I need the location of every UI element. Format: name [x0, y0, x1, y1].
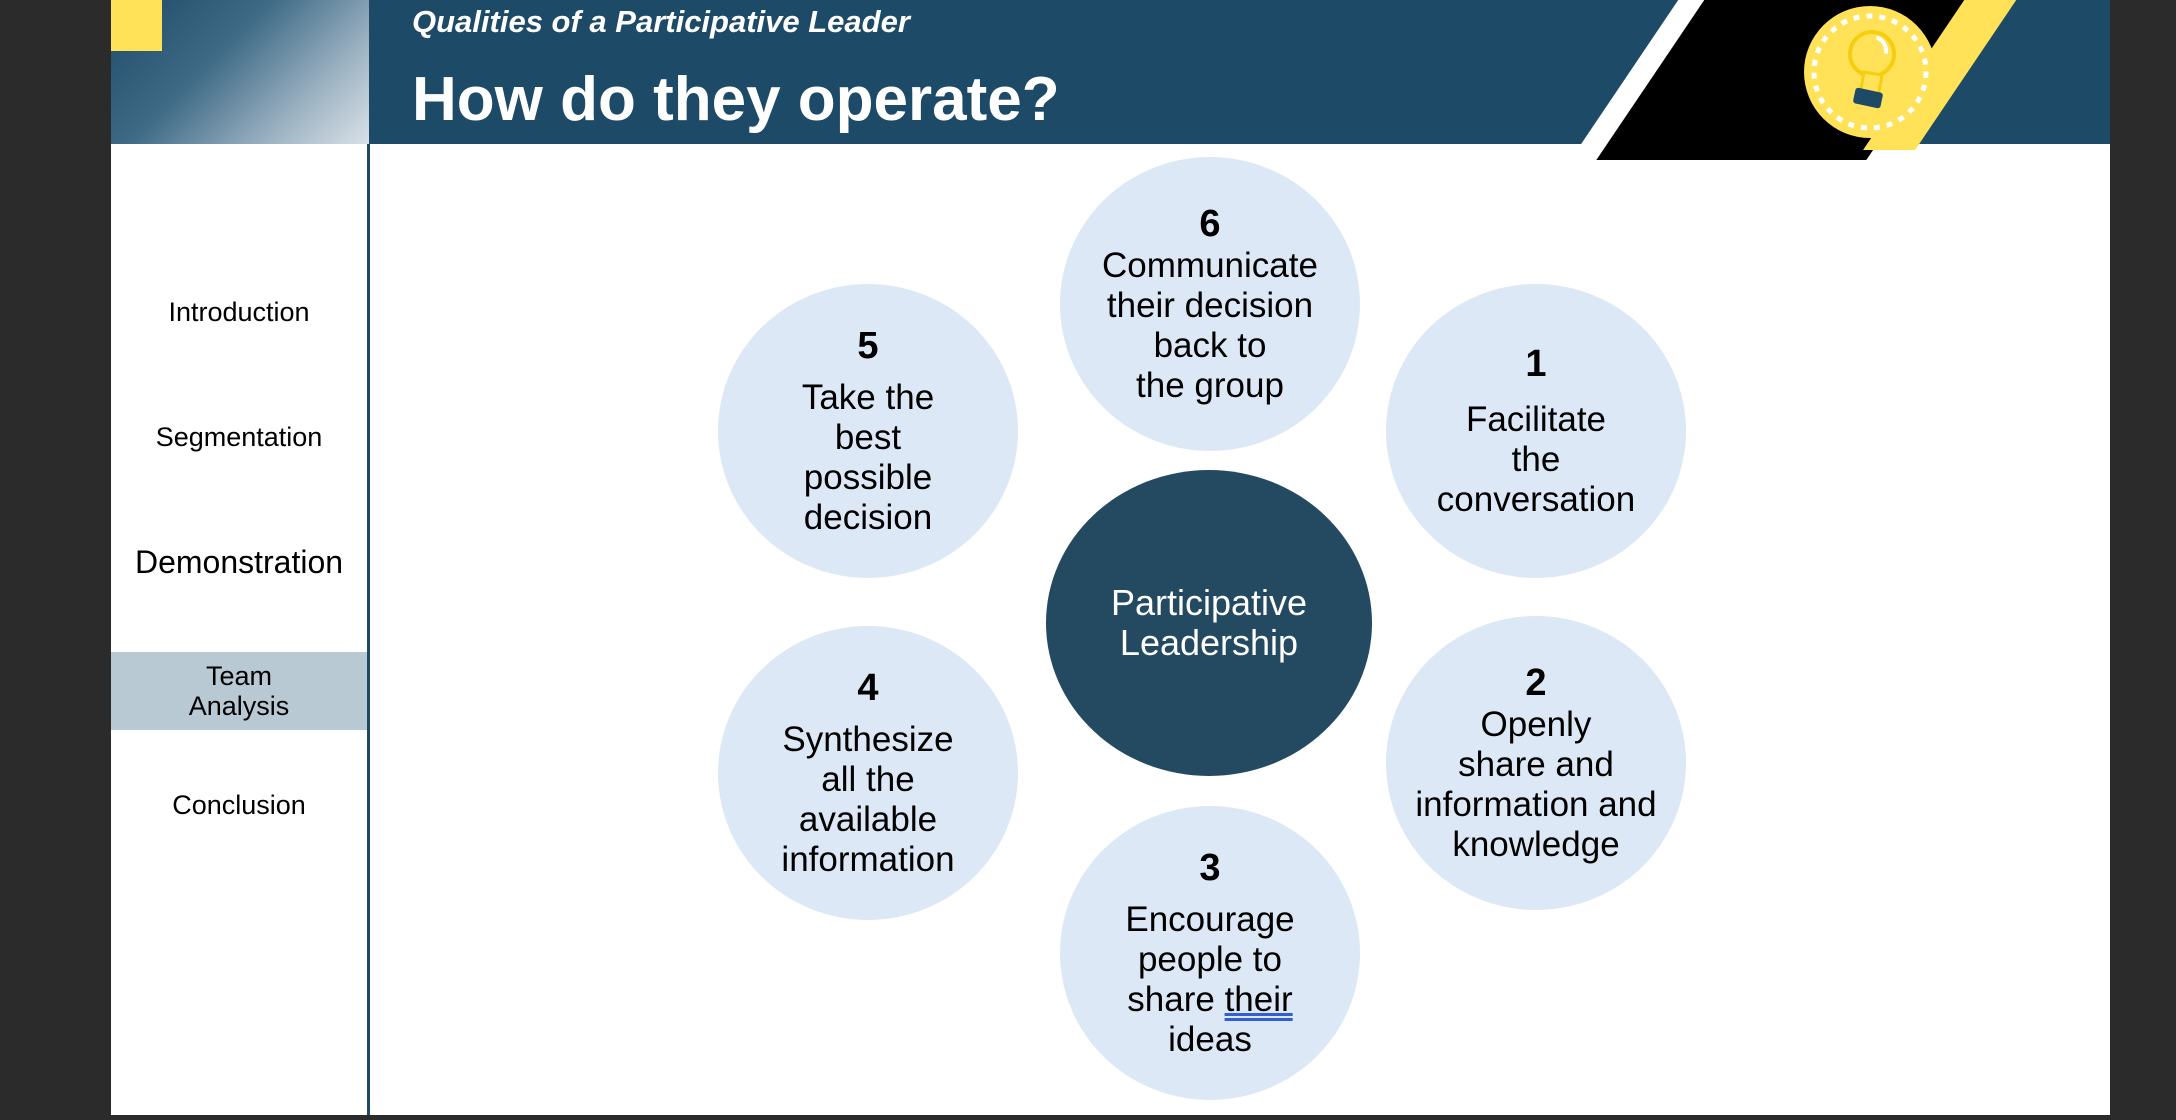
sidebar-item-conclusion[interactable]: Conclusion	[172, 790, 306, 820]
step-circle-6: 6 Communicate their decision back to the…	[1060, 157, 1360, 451]
sidebar-item-introduction[interactable]: Introduction	[168, 297, 310, 327]
step-number: 4	[857, 667, 879, 709]
step-circle-5: 5 Take the best possible decision	[718, 284, 1018, 578]
step-circle-4: 4 Synthesize all the available informati…	[718, 626, 1018, 920]
center-label: Participative Leadership	[1110, 582, 1308, 663]
step-text: Take the best possible decision	[801, 378, 935, 537]
step-text: Communicate their decision back to the g…	[1102, 246, 1318, 405]
yellow-accent-square	[111, 0, 162, 51]
sidebar-divider	[367, 144, 370, 1115]
step-number: 5	[857, 325, 879, 367]
lightbulb-icon	[1804, 6, 1936, 138]
step-text-part: Encourage people to share	[1125, 900, 1295, 1019]
sidebar-item-team-analysis[interactable]: Team Analysis	[111, 652, 367, 730]
slide: Qualities of a Participative Leader How …	[111, 0, 2110, 1115]
step-text: Openly share and information and knowled…	[1415, 705, 1657, 864]
center-circle: Participative Leadership	[1046, 470, 1372, 776]
step-number: 6	[1199, 203, 1221, 245]
step-circle-1: 1 Facilitate the conversation	[1386, 284, 1686, 578]
step-number: 2	[1525, 662, 1547, 704]
sidebar-item-demonstration[interactable]: Demonstration	[134, 544, 344, 580]
step-number: 1	[1525, 343, 1547, 385]
step-circle-2: 2 Openly share and information and knowl…	[1386, 616, 1686, 910]
step-text: Synthesize all the available information	[781, 720, 955, 879]
step-text-part: ideas	[1168, 1020, 1252, 1059]
slide-title: How do they operate?	[412, 65, 1060, 134]
step-circle-3: 3 Encourage people to share their ideas	[1060, 806, 1360, 1100]
step-text: Encourage people to share their ideas	[1125, 900, 1294, 1060]
step-number: 3	[1199, 847, 1221, 889]
sidebar-item-segmentation[interactable]: Segmentation	[155, 422, 323, 452]
step-text: Facilitate the conversation	[1436, 400, 1636, 519]
slide-subtitle: Qualities of a Participative Leader	[412, 4, 910, 39]
spellcheck-underlined-word[interactable]: their	[1224, 980, 1293, 1019]
